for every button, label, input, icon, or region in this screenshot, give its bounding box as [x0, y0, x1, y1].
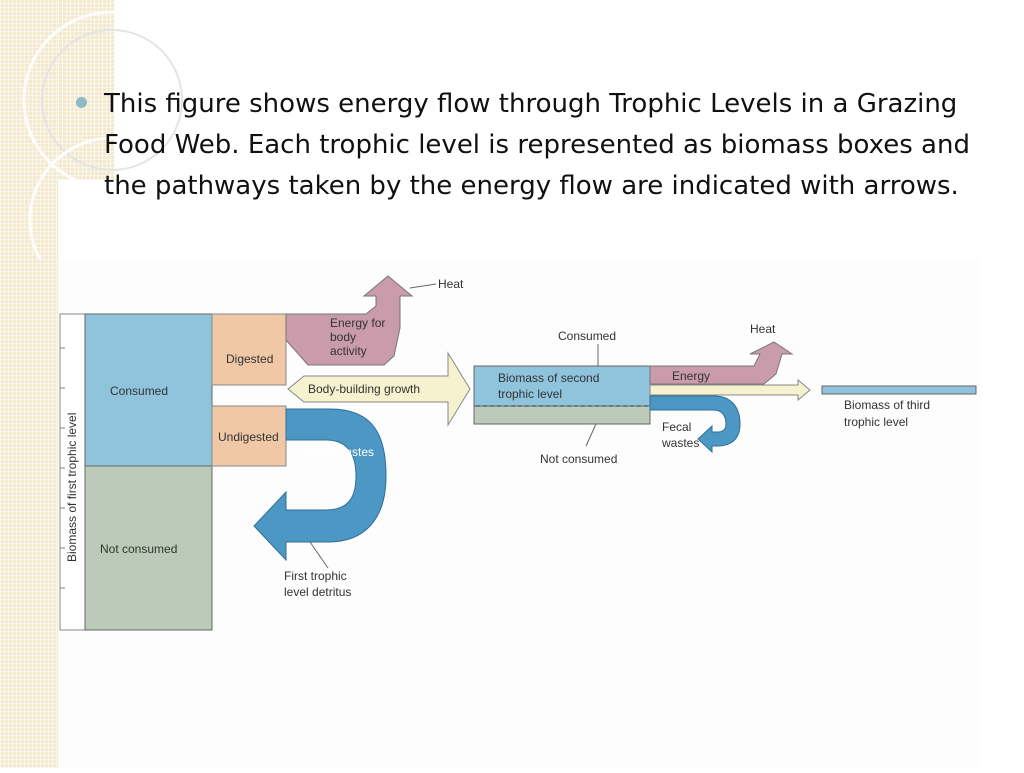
third-level-box [821, 385, 977, 395]
fecal-wastes-arrow-2 [649, 395, 741, 454]
energy-label: Energy [672, 369, 710, 383]
second-level-not-consumed-box [473, 405, 651, 425]
energy-flow-figure: Biomass of first trophic level Consumed … [58, 258, 980, 768]
digested-box [211, 313, 287, 386]
detritus-label-line-1: First trophic [284, 569, 347, 583]
consumed-box [84, 313, 213, 467]
fecal-wastes-2-line-2: wastes [661, 436, 699, 450]
fecal-wastes-arrow-1 [253, 408, 387, 562]
digested-label: Digested [226, 352, 273, 366]
second-level-label-line-1: Biomass of second [498, 371, 599, 385]
first-level-axis-box [59, 313, 86, 631]
energy-body-activity-line-3: activity [330, 344, 367, 358]
fecal-wastes-label-1: Fecal wastes [304, 445, 374, 459]
bullet-icon [76, 97, 87, 108]
fecal-wastes-2-line-1: Fecal [662, 420, 691, 434]
third-level-label-line-1: Biomass of third [844, 398, 930, 412]
not-consumed-label: Not consumed [100, 542, 177, 556]
second-level-label-line-2: trophic level [498, 387, 562, 401]
not-consumed-2-label: Not consumed [540, 452, 617, 466]
first-level-axis-label: Biomass of first trophic level [65, 413, 79, 562]
axis-ticks [60, 347, 65, 589]
energy-flow-diagram: Biomass of first trophic level Consumed … [59, 275, 977, 631]
heat-label-2: Heat [750, 322, 776, 336]
detritus-label-line-2: level detritus [284, 585, 351, 599]
consumed-2-label: Consumed [558, 329, 616, 343]
heat-arrow-1 [285, 275, 414, 366]
decorative-arcs [22, 10, 200, 260]
body-building-arrow [287, 351, 471, 427]
slide-bullet-text: This figure shows energy flow through Tr… [104, 89, 970, 201]
energy-body-activity-line-1: Energy for [330, 316, 385, 330]
heat-arrow-2 [649, 341, 794, 385]
energy-body-activity-line-2: body [330, 330, 356, 344]
consumed-label: Consumed [110, 384, 168, 398]
third-level-label-line-2: trophic level [844, 415, 908, 429]
undigested-label: Undigested [218, 430, 279, 444]
third-level-arrow [649, 378, 811, 402]
not-consumed-box [84, 465, 213, 631]
heat-label-1: Heat [438, 277, 464, 291]
body-building-label: Body-building growth [308, 382, 420, 396]
